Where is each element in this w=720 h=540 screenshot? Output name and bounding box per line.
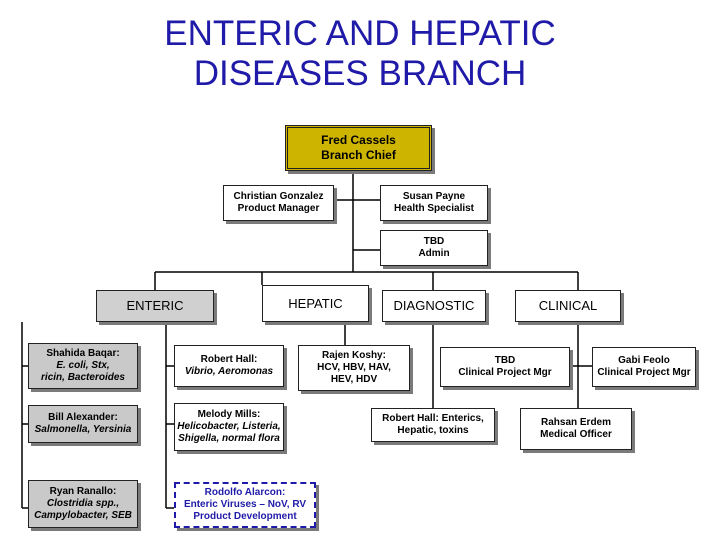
- health-specialist-box: Susan Payne Health Specialist: [380, 185, 488, 221]
- dept-hepatic: HEPATIC: [262, 285, 369, 322]
- hepatic-staff-1-name: Robert Hall:: [200, 354, 258, 365]
- admin-box: TBD Admin: [380, 230, 488, 266]
- hepatic-staff-1-detail-1: Vibrio, Aeromonas: [184, 366, 274, 377]
- hepatic-staff-2-detail-1: Helicobacter, Listeria,: [177, 421, 281, 432]
- chief-role: Branch Chief: [321, 148, 396, 162]
- hepatic-staff-2-detail-2: Shigella, normal flora: [178, 433, 280, 444]
- dept-enteric-label: ENTERIC: [126, 298, 184, 313]
- branch-chief-box: Fred Cassels Branch Chief: [285, 125, 432, 171]
- enteric-staff-1-detail-2: ricin, Bacteroides: [41, 372, 125, 383]
- clinical-staff-2: Gabi Feolo Clinical Project Mgr: [592, 347, 696, 387]
- enteric-staff-1-name: Shahida Baqar:: [46, 348, 120, 359]
- enteric-staff-1: Shahida Baqar: E. coli, Stx, ricin, Bact…: [28, 343, 138, 389]
- hepatic-staff-1: Robert Hall: Vibrio, Aeromonas: [174, 345, 284, 387]
- hepatic-staff-2: Melody Mills: Helicobacter, Listeria, Sh…: [174, 403, 284, 451]
- product-manager-role: Product Manager: [237, 203, 320, 214]
- title-line-1: ENTERIC AND HEPATIC: [164, 14, 556, 53]
- enteric-staff-3: Ryan Ranallo: Clostridia spp., Campyloba…: [28, 480, 138, 528]
- dept-diagnostic: DIAGNOSTIC: [382, 290, 486, 322]
- enteric-staff-2-name: Bill Alexander:: [48, 412, 118, 423]
- dept-clinical-label: CLINICAL: [538, 298, 598, 313]
- enteric-staff-2: Bill Alexander: Salmonella, Yersinia: [28, 405, 138, 443]
- clinical-staff-1-role: Clinical Project Mgr: [458, 367, 552, 378]
- enteric-staff-3-detail-1: Clostridia spp.,: [46, 498, 120, 509]
- clinical-staff-2-role: Clinical Project Mgr: [597, 367, 691, 378]
- clinical-staff-1: TBD Clinical Project Mgr: [440, 347, 570, 387]
- page-title: ENTERIC AND HEPATIC DISEASES BRANCH: [0, 14, 720, 94]
- title-line-2: DISEASES BRANCH: [193, 54, 527, 93]
- product-manager-box: Christian Gonzalez Product Manager: [223, 185, 334, 221]
- hepatic-staff-3-line-2: Enteric Viruses – NoV, RV: [183, 499, 307, 510]
- enteric-staff-3-name: Ryan Ranallo:: [49, 486, 117, 497]
- dept-clinical: CLINICAL: [515, 290, 621, 322]
- dept-hepatic-label: HEPATIC: [288, 295, 343, 311]
- hepatic-staff-2-name: Melody Mills:: [197, 409, 261, 420]
- dept-diagnostic-label: DIAGNOSTIC: [393, 298, 475, 313]
- diagnostic-staff-1-name: Rajen Koshy:: [322, 350, 386, 361]
- clinical-staff-3-name: Rahsan Erdem: [540, 417, 612, 428]
- diagnostic-staff-2: Robert Hall: Enterics, Hepatic, toxins: [371, 408, 495, 442]
- diagnostic-staff-2-line-1: Robert Hall: Enterics,: [382, 413, 484, 424]
- dept-enteric: ENTERIC: [96, 290, 214, 322]
- diagnostic-staff-1: Rajen Koshy: HCV, HBV, HAV, HEV, HDV: [298, 345, 410, 391]
- enteric-staff-2-detail-1: Salmonella, Yersinia: [34, 424, 132, 435]
- hepatic-staff-3: Rodolfo Alarcon: Enteric Viruses – NoV, …: [174, 482, 316, 528]
- enteric-staff-3-detail-2: Campylobacter, SEB: [34, 510, 132, 521]
- health-specialist-name: Susan Payne: [402, 191, 466, 202]
- clinical-staff-3-role: Medical Officer: [540, 429, 612, 440]
- enteric-staff-1-detail-1: E. coli, Stx,: [56, 360, 110, 371]
- product-manager-name: Christian Gonzalez: [233, 191, 324, 202]
- admin-role: Admin: [418, 248, 450, 259]
- clinical-staff-2-name: Gabi Feolo: [618, 355, 670, 366]
- health-specialist-role: Health Specialist: [393, 203, 475, 214]
- clinical-staff-3: Rahsan Erdem Medical Officer: [520, 408, 632, 450]
- hepatic-staff-3-line-3: Product Development: [193, 511, 297, 522]
- admin-name: TBD: [423, 236, 445, 247]
- chief-name: Fred Cassels: [321, 133, 396, 147]
- hepatic-staff-3-line-1: Rodolfo Alarcon:: [204, 487, 286, 498]
- diagnostic-staff-2-line-2: Hepatic, toxins: [397, 425, 469, 436]
- clinical-staff-1-name: TBD: [494, 355, 516, 366]
- diagnostic-staff-1-detail-2: HEV, HDV: [330, 374, 378, 385]
- diagnostic-staff-1-detail-1: HCV, HBV, HAV,: [317, 362, 391, 373]
